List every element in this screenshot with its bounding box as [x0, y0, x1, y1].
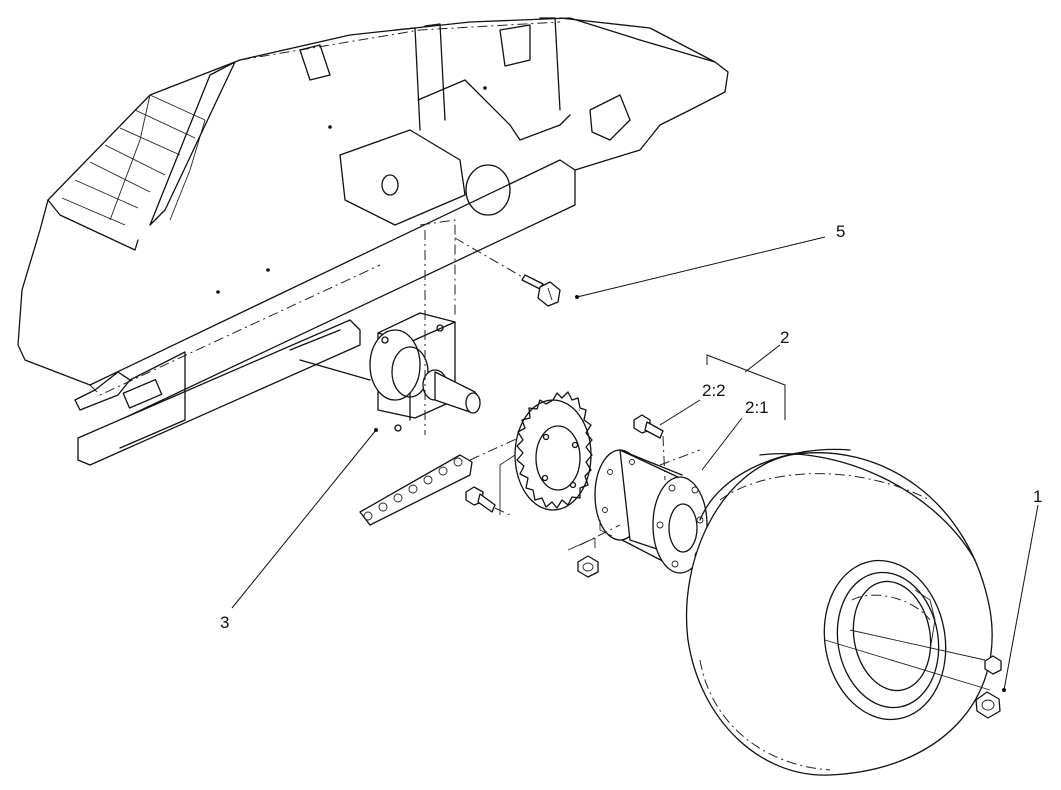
callout-2: 2 — [780, 328, 789, 347]
bracket-2 — [706, 354, 786, 420]
bearing-housing-3 — [369, 219, 481, 435]
sprocket-bolt — [465, 454, 516, 516]
wheel-tire — [685, 448, 993, 776]
leader-lines — [231, 236, 1039, 692]
callout-1: 1 — [1033, 487, 1042, 506]
hub-nut — [567, 537, 599, 578]
wheel-hub-2-1 — [579, 449, 708, 574]
callout-2-1: 2:1 — [745, 398, 769, 417]
leader-5 — [576, 236, 826, 298]
bolt-5 — [454, 237, 561, 307]
wheel-nut-1 — [975, 655, 1002, 719]
chassis-frame — [17, 17, 729, 466]
bolt-2-2 — [633, 414, 666, 481]
sprocket — [514, 391, 593, 511]
callout-2-2: 2:2 — [702, 381, 726, 400]
callout-3: 3 — [220, 613, 229, 632]
leader-2-2 — [659, 399, 701, 426]
leader-3 — [231, 429, 377, 609]
leader-2-1 — [701, 417, 743, 471]
callout-5: 5 — [836, 222, 845, 241]
leader-1 — [1003, 504, 1039, 691]
